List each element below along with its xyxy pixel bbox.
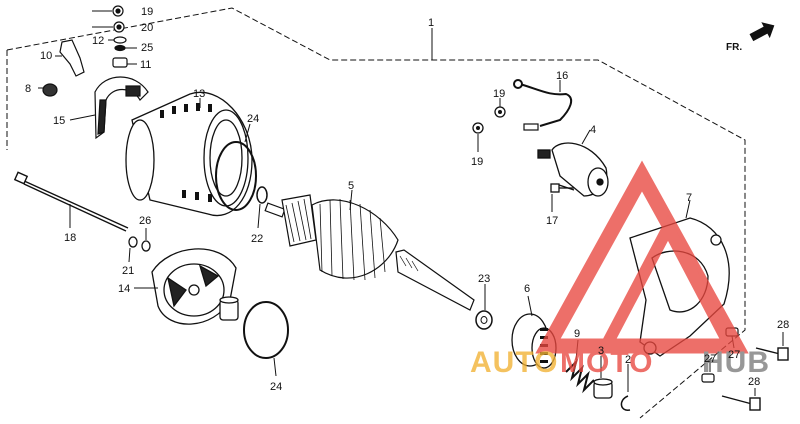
armature-5	[264, 194, 475, 311]
watermark-text-auto: AUTO	[470, 346, 558, 379]
callout-9: 9	[574, 328, 580, 340]
callout-23: 23	[478, 273, 490, 285]
callout-28-upper: 28	[777, 319, 789, 331]
callout-16: 16	[556, 70, 568, 82]
o-ring-24-lower	[243, 301, 289, 359]
stop-collar-3	[593, 378, 613, 399]
callout-5: 5	[348, 180, 354, 192]
insulator-11	[112, 57, 128, 68]
callout-3: 3	[598, 345, 604, 357]
callout-19-right: 19	[493, 88, 505, 100]
washer-22	[256, 186, 268, 204]
wire-lead-16	[513, 79, 573, 131]
callout-24-lower: 24	[270, 381, 282, 393]
callout-21: 21	[122, 265, 134, 277]
watermark-text-hub: HUB	[702, 346, 770, 379]
yoke-housing-13	[125, 91, 253, 217]
rear-cover-14	[151, 248, 237, 325]
callout-25: 25	[141, 42, 153, 54]
callout-11: 11	[140, 59, 151, 71]
front-direction-label: FR.	[726, 42, 742, 53]
callout-24-upper: 24	[247, 113, 259, 125]
callout-2: 2	[625, 354, 631, 366]
hardware-stack	[42, 5, 128, 97]
callout-6: 6	[524, 283, 530, 295]
bushing	[219, 296, 239, 321]
callout-12: 12	[92, 35, 104, 47]
callout-4: 4	[590, 124, 596, 136]
brush-8	[42, 83, 58, 97]
callout-20: 20	[141, 22, 153, 34]
callout-28-lower: 28	[748, 376, 760, 388]
callout-1: 1	[428, 17, 434, 29]
callout-27-upper: 27	[728, 349, 740, 361]
callout-10: 10	[40, 50, 52, 62]
callout-labels: 1 2 3 4 5 6 7 8 9 10 11 12 13 14 15 16 1…	[25, 6, 789, 393]
arrow-up-right-icon	[749, 22, 775, 42]
callout-17: 17	[546, 215, 558, 227]
callout-7: 7	[686, 192, 692, 204]
washer-21	[128, 236, 138, 248]
callout-27-lower: 27	[704, 353, 716, 365]
bolt-17	[550, 183, 574, 193]
washer-26	[141, 240, 151, 252]
brush-holder-15	[94, 76, 149, 140]
callout-13: 13	[193, 88, 205, 100]
callout-19-left: 19	[471, 156, 483, 168]
callout-8: 8	[25, 83, 31, 95]
brush-holder-plate-10	[59, 39, 85, 77]
callout-15: 15	[53, 115, 65, 127]
callout-26: 26	[139, 215, 151, 227]
washer-12	[113, 36, 127, 44]
bolt-28-upper	[755, 347, 789, 361]
through-bolt-18	[13, 171, 129, 232]
o-ring-24-upper	[215, 141, 257, 211]
callout-22: 22	[251, 233, 263, 245]
dowel-pin-27-lower	[701, 373, 715, 383]
solenoid-4	[537, 142, 609, 197]
front-direction-indicator: FR.	[726, 22, 775, 53]
callout-14: 14	[118, 283, 130, 295]
watermark: AUTO MOTO HUB	[470, 160, 770, 379]
spring-9	[565, 358, 595, 394]
washer-25	[114, 44, 126, 52]
callout-19-top: 19	[141, 6, 153, 18]
triangle-logo	[535, 160, 749, 354]
assembly-boundary	[6, 7, 746, 419]
snap-ring-2	[620, 395, 631, 411]
watermark-text-moto: MOTO	[560, 346, 653, 379]
bolt-28-lower	[721, 395, 761, 411]
callout-18: 18	[64, 232, 76, 244]
front-bracket-7	[629, 217, 730, 357]
